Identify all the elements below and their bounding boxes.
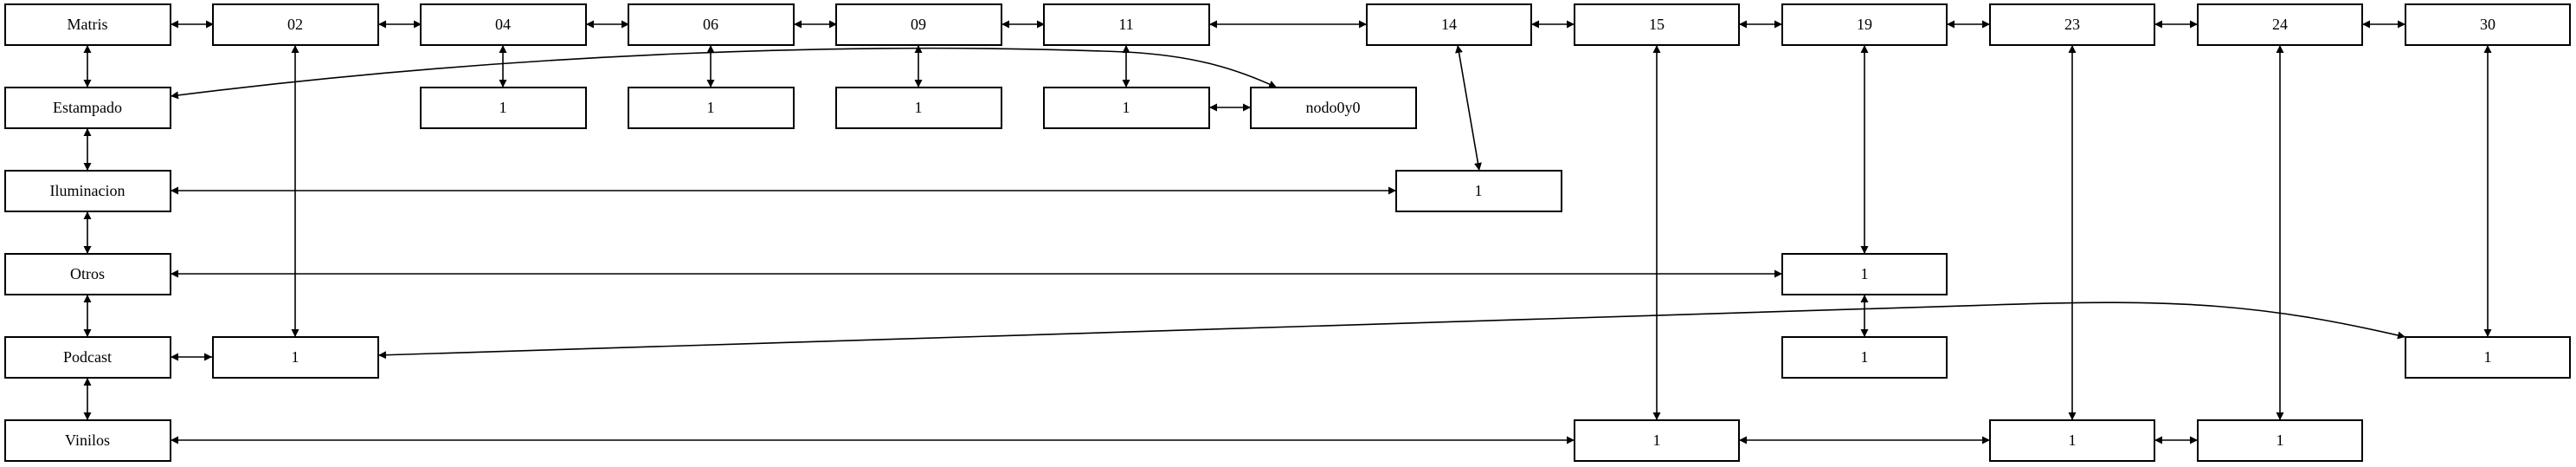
svg-text:1: 1 [707, 99, 715, 116]
svg-text:24: 24 [2272, 16, 2288, 33]
svg-text:1: 1 [1653, 431, 1661, 449]
svg-text:1: 1 [1861, 348, 1869, 366]
node-cell-02-podcast[interactable]: 1 [212, 336, 379, 379]
svg-text:nodo0y0: nodo0y0 [1306, 99, 1361, 116]
node-estampado[interactable]: Estampado [4, 87, 171, 129]
svg-text:06: 06 [703, 16, 718, 33]
node-nodo0y0[interactable]: nodo0y0 [1250, 87, 1417, 129]
node-vinilos[interactable]: Vinilos [4, 419, 171, 462]
svg-text:1: 1 [292, 348, 299, 366]
svg-text:Matris: Matris [68, 16, 108, 33]
node-cell-15-vinilos[interactable]: 1 [1574, 419, 1740, 462]
svg-text:1: 1 [1861, 265, 1869, 282]
svg-text:1: 1 [499, 99, 507, 116]
node-otros[interactable]: Otros [4, 253, 171, 295]
edge-14-iluminacion-cell [1455, 44, 1482, 172]
svg-text:15: 15 [1649, 16, 1665, 33]
svg-text:Otros: Otros [70, 265, 105, 282]
node-header-24[interactable]: 24 [2197, 3, 2363, 46]
node-cell-06-estampado[interactable]: 1 [628, 87, 795, 129]
node-header-11[interactable]: 11 [1043, 3, 1210, 46]
node-header-19[interactable]: 19 [1781, 3, 1948, 46]
node-header-30[interactable]: 30 [2405, 3, 2571, 46]
edge-02cell-30cell [377, 302, 2406, 360]
node-header-02[interactable]: 02 [212, 3, 379, 46]
svg-text:Podcast: Podcast [63, 348, 112, 366]
node-cell-11-estampado[interactable]: 1 [1043, 87, 1210, 129]
svg-text:1: 1 [2277, 431, 2284, 449]
node-cell-09-estampado[interactable]: 1 [835, 87, 1002, 129]
node-cell-30-podcast[interactable]: 1 [2405, 336, 2571, 379]
nodes: Matris Estampado Iluminacion Otros Podca… [4, 3, 2571, 462]
svg-text:30: 30 [2480, 16, 2496, 33]
node-cell-23-vinilos[interactable]: 1 [1989, 419, 2155, 462]
svg-text:11: 11 [1118, 16, 1133, 33]
node-cell-19-otros[interactable]: 1 [1781, 253, 1948, 295]
svg-text:1: 1 [1123, 99, 1130, 116]
node-cell-04-estampado[interactable]: 1 [420, 87, 587, 129]
svg-text:19: 19 [1857, 16, 1872, 33]
svg-text:23: 23 [2064, 16, 2080, 33]
svg-text:1: 1 [915, 99, 923, 116]
node-cell-24-vinilos[interactable]: 1 [2197, 419, 2363, 462]
svg-text:Iluminacion: Iluminacion [50, 182, 126, 199]
node-header-09[interactable]: 09 [835, 3, 1002, 46]
svg-text:1: 1 [2069, 431, 2077, 449]
node-header-23[interactable]: 23 [1989, 3, 2155, 46]
node-header-15[interactable]: 15 [1574, 3, 1740, 46]
svg-text:02: 02 [287, 16, 303, 33]
svg-text:04: 04 [495, 16, 511, 33]
svg-text:1: 1 [1475, 182, 1483, 199]
node-header-06[interactable]: 06 [628, 3, 795, 46]
node-header-04[interactable]: 04 [420, 3, 587, 46]
node-iluminacion[interactable]: Iluminacion [4, 170, 171, 212]
node-header-14[interactable]: 14 [1366, 3, 1532, 46]
svg-text:Estampado: Estampado [53, 99, 122, 116]
node-matris[interactable]: Matris [4, 3, 171, 46]
svg-text:Vinilos: Vinilos [65, 431, 110, 449]
svg-text:09: 09 [911, 16, 926, 33]
svg-text:1: 1 [2484, 348, 2492, 366]
node-podcast[interactable]: Podcast [4, 336, 171, 379]
node-cell-19-podcast[interactable]: 1 [1781, 336, 1948, 379]
node-cell-14-iluminacion[interactable]: 1 [1395, 170, 1562, 212]
edge-estampado-nodo0y0 [170, 47, 1278, 100]
svg-text:14: 14 [1441, 16, 1457, 33]
